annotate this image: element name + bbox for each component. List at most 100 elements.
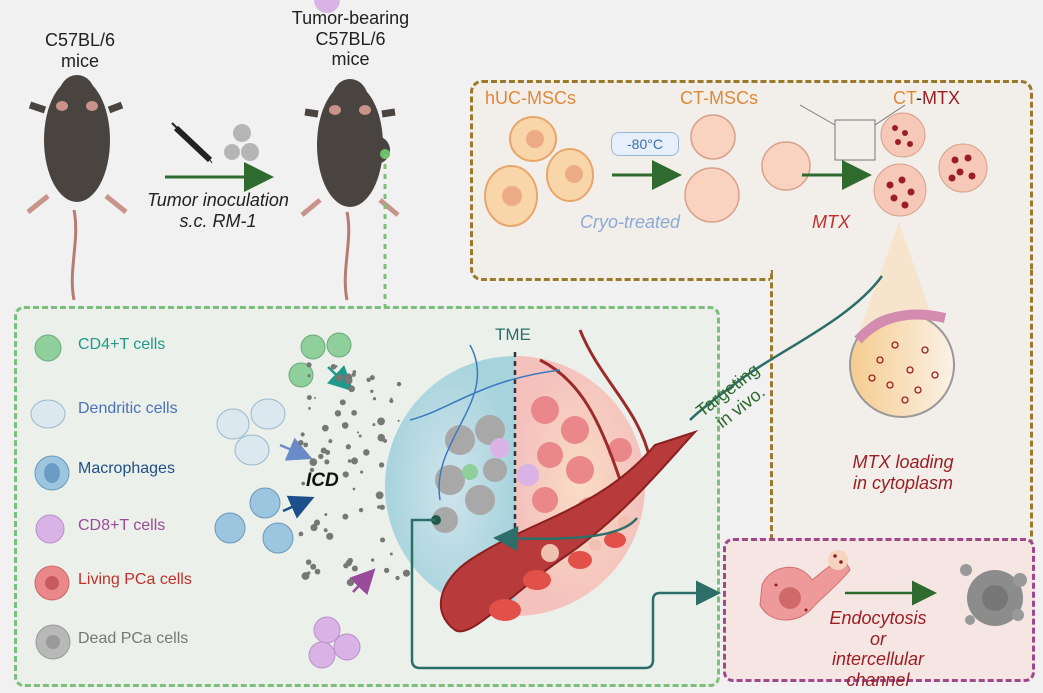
membrane-icon xyxy=(854,309,947,344)
icd-particle xyxy=(305,559,312,565)
icd-particle xyxy=(334,410,342,417)
mouse2-label: Tumor-bearing C57BL/6 mice xyxy=(283,8,418,70)
syringe-icon xyxy=(171,122,213,164)
icd-particle xyxy=(344,373,353,382)
icd-particle xyxy=(380,537,386,543)
mechanism-caption-line1: Endocytosis xyxy=(829,608,927,628)
icd-particle xyxy=(310,523,318,532)
icd-particle xyxy=(370,389,374,393)
legend-item-label: CD4+T cells xyxy=(78,336,166,353)
inoculation-label-line2: s.c. RM-1 xyxy=(179,210,257,231)
icd-particle xyxy=(372,397,377,401)
icd-particle xyxy=(402,569,411,577)
legend-item-label: Living PCa cells xyxy=(78,571,192,588)
icd-particle xyxy=(351,409,358,416)
huc-msc-cells-icon xyxy=(484,116,594,227)
icd-particle xyxy=(358,507,364,513)
icd-particle xyxy=(335,374,344,382)
icd-particle xyxy=(395,575,400,581)
icd-particle xyxy=(306,362,312,368)
cd8-arrow xyxy=(349,568,376,596)
cd8-t-cell-cluster-icon xyxy=(308,0,361,669)
legend-item-label: Dendritic cells xyxy=(78,400,178,417)
mechanism-connector xyxy=(410,518,721,670)
icd-particle xyxy=(342,471,349,478)
icd-particle xyxy=(310,563,317,570)
inoculation-label: Tumor inoculation s.c. RM-1 xyxy=(128,190,308,231)
mechanism-caption-line2: or xyxy=(869,628,886,649)
living-pca-cell-icon xyxy=(759,550,851,621)
icd-particle xyxy=(383,567,390,574)
icd-particle xyxy=(330,363,337,370)
icd-particle xyxy=(303,442,309,448)
ct-mtx-cells-icon xyxy=(873,112,988,217)
icd-particle xyxy=(348,385,355,393)
stage-huc-mscs: hUC-MSCs xyxy=(485,88,577,108)
icd-particle xyxy=(351,457,359,465)
icd-particle xyxy=(370,558,375,562)
icd-particles xyxy=(298,362,413,587)
stage-ct-mscs: CT-MSCs xyxy=(680,88,758,108)
mtx-step-label: MTX xyxy=(812,212,850,232)
icd-particle xyxy=(306,395,312,400)
macrophage-arrow xyxy=(282,495,315,519)
cd4-t-cell-cluster-icon xyxy=(288,332,352,388)
icd-particle xyxy=(360,470,364,474)
mouse2-label-line2: C57BL/6 xyxy=(315,28,386,49)
icd-particle xyxy=(298,531,304,537)
extravasation-arrow xyxy=(493,517,638,552)
icd-particle xyxy=(356,431,360,434)
icd-particle xyxy=(347,459,352,463)
icd-particle xyxy=(366,377,371,383)
macrophage-cluster-icon xyxy=(214,487,294,554)
icd-particle xyxy=(308,407,311,410)
icd-particle xyxy=(323,448,326,451)
icd-particle xyxy=(379,504,385,510)
icd-particle xyxy=(397,419,400,422)
tme-label: TME xyxy=(495,325,531,344)
icd-particle xyxy=(352,487,356,491)
mouse2-label-line3: mice xyxy=(331,49,370,70)
mouse2-label-line1: Tumor-bearing xyxy=(291,8,410,28)
icd-particle xyxy=(377,505,381,509)
icd-particle xyxy=(298,439,304,446)
icd-particle xyxy=(307,374,311,378)
mouse1-label-line1: C57BL/6 xyxy=(44,30,116,50)
icd-particle xyxy=(324,513,328,517)
icd-particle xyxy=(314,568,321,575)
icd-particle xyxy=(351,565,358,572)
icd-particle xyxy=(323,528,328,533)
icd-particle xyxy=(335,365,338,368)
icd-label: ICD xyxy=(306,470,339,491)
mtx-loading-caption: MTX loading in cytoplasm xyxy=(848,452,958,493)
icd-particle xyxy=(396,381,402,387)
icd-particle xyxy=(377,433,386,442)
legend-item-label: Dead PCa cells xyxy=(78,630,189,647)
icd-particle xyxy=(378,462,385,468)
stage-ct-mtx-prefix: CT xyxy=(893,88,917,108)
icd-particle xyxy=(342,513,349,520)
icd-particle xyxy=(377,417,385,426)
icd-particle xyxy=(358,434,362,438)
zoom-callout xyxy=(858,222,938,335)
mtx-loading-caption-line1: MTX loading xyxy=(852,452,954,472)
icd-particle xyxy=(369,375,375,381)
mtx-loading-caption-line2: in cytoplasm xyxy=(852,472,954,493)
legend-icons xyxy=(30,334,71,660)
icd-particle xyxy=(363,449,370,456)
targeting-curve xyxy=(689,275,884,421)
icd-particle xyxy=(314,396,317,399)
icd-particle xyxy=(301,481,306,486)
icd-particle xyxy=(318,453,324,460)
mouse-icon xyxy=(26,75,128,301)
stage-ct-mtx: CT-MTX xyxy=(893,88,960,109)
icd-particle xyxy=(326,532,334,540)
stage-ct-mtx-dash: - xyxy=(916,88,923,108)
icd-particle xyxy=(309,458,318,467)
ct-msc-cells-icon xyxy=(684,114,811,223)
icd-particle xyxy=(321,424,329,432)
legend-item-label: CD8+T cells xyxy=(78,517,166,534)
mechanism-caption-line3: intercellular channel xyxy=(831,649,925,691)
icd-particle xyxy=(343,562,349,569)
